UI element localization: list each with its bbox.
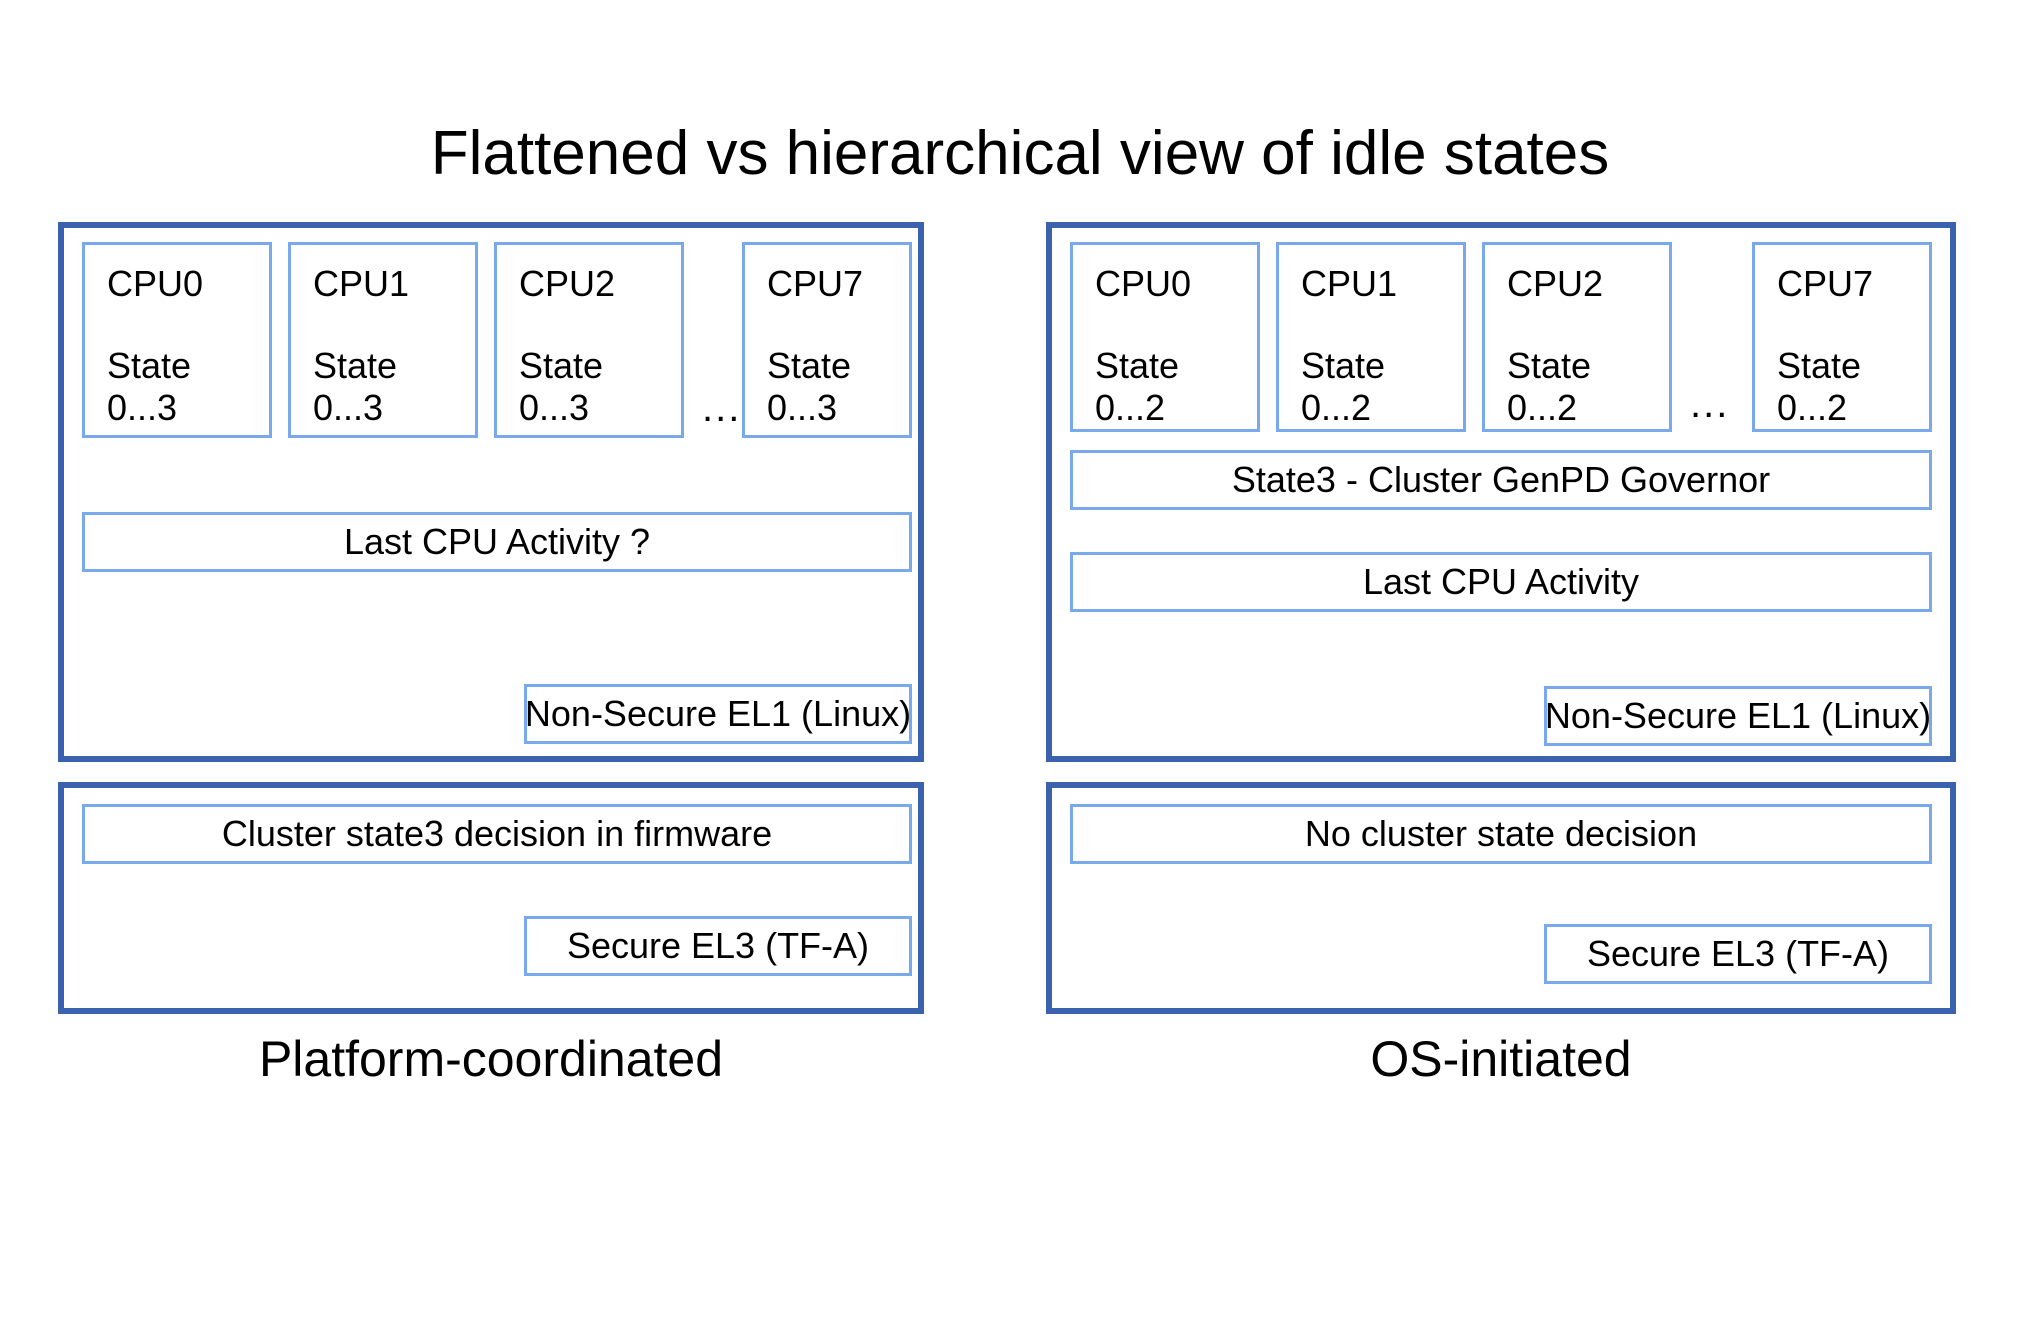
cpu-label: CPU7 <box>1777 263 1874 304</box>
left-cluster-decision-label: Cluster state3 decision in firmware <box>221 813 773 854</box>
left-cpu-box-1: CPU1 State 0...3 <box>288 242 478 438</box>
right-cpu-box-2: CPU2 State 0...2 <box>1482 242 1672 432</box>
right-cpu-box-7: CPU7 State 0...2 <box>1752 242 1932 432</box>
cpu-state-label: State 0...3 <box>107 345 192 428</box>
right-last-cpu-activity-label: Last CPU Activity <box>1362 561 1640 602</box>
cpu-state-label: State 0...3 <box>767 345 852 428</box>
left-nonsecure-el1-label: Non-Secure EL1 (Linux) <box>524 693 912 734</box>
right-no-cluster-decision-label: No cluster state decision <box>1304 813 1698 854</box>
cpu-state-label: State 0...2 <box>1507 345 1592 428</box>
left-firmware-panel: Cluster state3 decision in firmware Secu… <box>58 782 924 1014</box>
left-secure-el3-box: Secure EL3 (TF-A) <box>524 916 912 976</box>
left-nonsecure-el1-box: Non-Secure EL1 (Linux) <box>524 684 912 744</box>
right-no-cluster-decision-bar: No cluster state decision <box>1070 804 1932 864</box>
right-firmware-panel: No cluster state decision Secure EL3 (TF… <box>1046 782 1956 1014</box>
cpu-label: CPU0 <box>1095 263 1192 304</box>
cpu-state-label: State 0...3 <box>313 345 398 428</box>
page-title: Flattened vs hierarchical view of idle s… <box>430 119 1610 188</box>
left-cpu-box-0: CPU0 State 0...3 <box>82 242 272 438</box>
right-caption: OS-initiated <box>1370 1031 1632 1087</box>
cpu-label: CPU1 <box>313 263 410 304</box>
cpu-label: CPU7 <box>767 263 864 304</box>
cpu-label: CPU0 <box>107 263 204 304</box>
left-cpu-box-2: CPU2 State 0...3 <box>494 242 684 438</box>
left-cpu-box-7: CPU7 State 0...3 <box>742 242 912 438</box>
right-last-cpu-activity-bar: Last CPU Activity <box>1070 552 1932 612</box>
left-last-cpu-activity-bar: Last CPU Activity ? <box>82 512 912 572</box>
cpu-label: CPU1 <box>1301 263 1398 304</box>
right-cpu-box-0: CPU0 State 0...2 <box>1070 242 1260 432</box>
left-cluster-decision-bar: Cluster state3 decision in firmware <box>82 804 912 864</box>
right-nonsecure-el1-label: Non-Secure EL1 (Linux) <box>1544 695 1932 736</box>
right-os-panel: CPU0 State 0...2 CPU1 State 0...2 CPU2 S… <box>1046 222 1956 762</box>
left-secure-el3-label: Secure EL3 (TF-A) <box>566 925 870 966</box>
right-cpu-ellipsis: ... <box>1690 382 1730 426</box>
left-cpu-ellipsis: ... <box>702 386 742 430</box>
left-caption: Platform-coordinated <box>258 1031 724 1087</box>
right-nonsecure-el1-box: Non-Secure EL1 (Linux) <box>1544 686 1932 746</box>
right-cpu-box-1: CPU1 State 0...2 <box>1276 242 1466 432</box>
cpu-state-label: State 0...3 <box>519 345 604 428</box>
cpu-label: CPU2 <box>1507 263 1604 304</box>
left-last-cpu-activity-label: Last CPU Activity ? <box>343 521 651 562</box>
cpu-state-label: State 0...2 <box>1095 345 1180 428</box>
cpu-label: CPU2 <box>519 263 616 304</box>
cpu-state-label: State 0...2 <box>1301 345 1386 428</box>
left-os-panel: CPU0 State 0...3 CPU1 State 0...3 CPU2 S… <box>58 222 924 762</box>
right-cluster-genpd-governor-label: State3 - Cluster GenPD Governor <box>1231 459 1771 500</box>
right-secure-el3-box: Secure EL3 (TF-A) <box>1544 924 1932 984</box>
right-cluster-genpd-governor-bar: State3 - Cluster GenPD Governor <box>1070 450 1932 510</box>
right-secure-el3-label: Secure EL3 (TF-A) <box>1586 933 1890 974</box>
cpu-state-label: State 0...2 <box>1777 345 1862 428</box>
